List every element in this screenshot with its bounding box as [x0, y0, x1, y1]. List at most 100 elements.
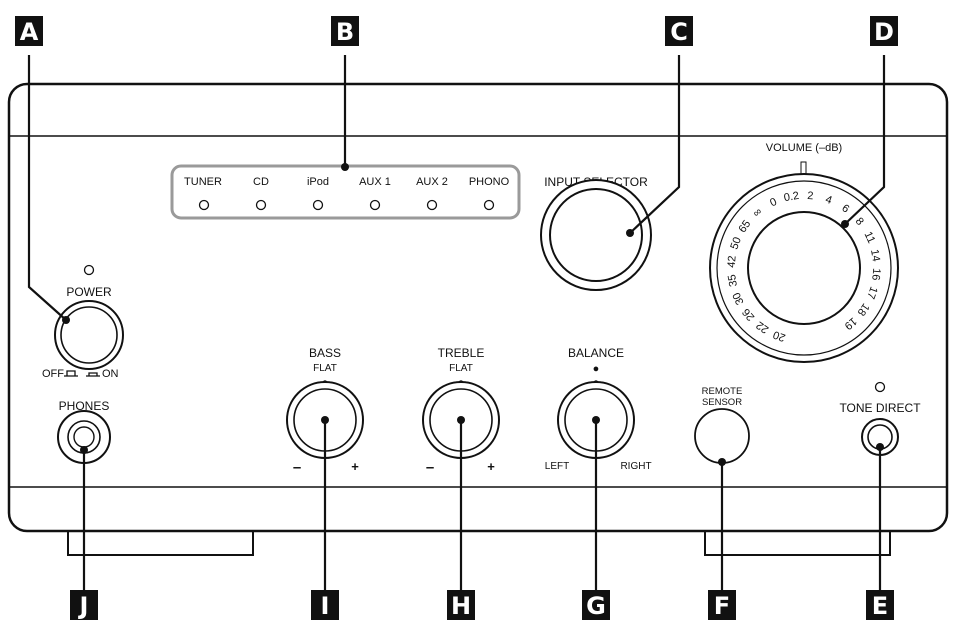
- tone-direct-label: TONE DIRECT: [839, 401, 921, 415]
- callout-d-box: [870, 16, 898, 46]
- led-label-phono: PHONO: [469, 176, 510, 188]
- led-label-aux2: AUX 2: [416, 176, 448, 188]
- callout-e-box: [866, 590, 894, 620]
- volume-scale-number: 65: [736, 218, 753, 235]
- volume-knob[interactable]: [747, 211, 861, 325]
- volume-scale-number: 50: [728, 236, 743, 252]
- balance-left-label: LEFT: [545, 461, 569, 472]
- leader-c-dot: [626, 229, 634, 237]
- callout-i: I: [311, 590, 339, 620]
- volume-scale-number: 18: [855, 301, 872, 318]
- power-on-label: ON: [102, 368, 119, 380]
- power-off-switch-icon: [64, 370, 78, 377]
- treble-flat-label: FLAT: [449, 363, 473, 374]
- volume-scale-number: 2: [807, 190, 814, 202]
- volume-label: VOLUME (–dB): [766, 142, 842, 154]
- power-button[interactable]: [60, 306, 118, 364]
- leader-i-dot: [321, 416, 329, 424]
- callout-f-letter: F: [714, 592, 730, 620]
- leader-lines: [27, 55, 886, 590]
- tone-direct-led: [874, 381, 886, 393]
- led-label-aux1: AUX 1: [359, 176, 391, 188]
- right-foot: [704, 531, 891, 556]
- volume-scale-number: 17: [864, 285, 879, 301]
- volume-scale-number: 0.2: [783, 190, 800, 204]
- volume-scale-number: 0: [768, 196, 779, 209]
- leader-a: [27, 55, 67, 321]
- callout-e-letter: E: [872, 592, 888, 620]
- leader-b-dot: [341, 163, 349, 171]
- bass-label: BASS: [309, 346, 341, 360]
- callout-j-letter: J: [78, 592, 89, 620]
- volume-scale-number: 11: [862, 230, 878, 245]
- callout-g-letter: G: [586, 592, 606, 620]
- callout-f: F: [708, 590, 736, 620]
- phones-label: PHONES: [59, 399, 110, 413]
- callout-g: G: [582, 590, 610, 620]
- callout-c-letter: C: [670, 18, 688, 46]
- balance-label: BALANCE: [568, 346, 624, 360]
- remote-sensor-label-line2: SENSOR: [702, 397, 742, 408]
- leader-d: [844, 55, 886, 225]
- bass-minus: –: [293, 459, 301, 476]
- leader-g-dot: [592, 416, 600, 424]
- volume-scale-number: 6: [839, 202, 851, 215]
- balance-right-label: RIGHT: [620, 461, 651, 472]
- bass-flat-label: FLAT: [313, 363, 337, 374]
- phones-jack[interactable]: [73, 426, 95, 448]
- led-phono: [483, 199, 495, 211]
- led-label-ipod: iPod: [307, 176, 329, 188]
- callout-a: A: [15, 16, 43, 46]
- remote-sensor-label-line1: REMOTE: [702, 386, 743, 397]
- remote-sensor-window: [694, 408, 750, 464]
- leader-e-dot: [876, 443, 884, 451]
- volume-scale-number: 30: [731, 290, 747, 306]
- leader-f-dot: [718, 458, 726, 466]
- volume-scale-number: 4: [824, 194, 834, 207]
- volume-scale-number: 14: [868, 248, 882, 262]
- treble-plus: +: [487, 459, 495, 474]
- callout-b: B: [331, 16, 359, 46]
- led-label-cd: CD: [253, 176, 269, 188]
- callout-h: H: [447, 590, 475, 620]
- callout-i-letter: I: [321, 592, 330, 620]
- callout-a-box: [15, 16, 43, 46]
- callout-c-box: [665, 16, 693, 46]
- volume-scale-number: 35: [726, 273, 740, 287]
- callout-h-letter: H: [451, 592, 471, 620]
- treble-label: TREBLE: [438, 346, 485, 360]
- input-led-group: TUNER CD iPod AUX 1 AUX 2 PHONO: [184, 176, 510, 211]
- led-tuner: [198, 199, 210, 211]
- callout-f-box: [708, 590, 736, 620]
- left-foot: [67, 531, 254, 556]
- callout-g-box: [582, 590, 610, 620]
- led-aux1: [369, 199, 381, 211]
- callout-b-letter: B: [336, 18, 354, 46]
- leader-h-dot: [457, 416, 465, 424]
- callout-d: D: [870, 16, 898, 46]
- callout-d-letter: D: [874, 18, 894, 46]
- balance-center-mark: ●: [593, 363, 600, 375]
- volume-index-mark: [800, 161, 807, 175]
- power-on-switch-icon: [86, 372, 100, 377]
- callout-i-box: [311, 590, 339, 620]
- volume-scale-number: 20: [772, 328, 788, 343]
- callout-j: J: [70, 590, 98, 620]
- leader-d-dot: [841, 220, 849, 228]
- bass-plus: +: [351, 459, 359, 474]
- leader-c: [629, 55, 681, 234]
- led-cd: [255, 199, 267, 211]
- callout-a-letter: A: [20, 18, 39, 46]
- led-ipod: [312, 199, 324, 211]
- callout-c: C: [665, 16, 693, 46]
- power-label: POWER: [66, 285, 112, 299]
- input-selector-knob[interactable]: [549, 188, 643, 282]
- input-led-panel: [170, 164, 521, 220]
- power-led: [83, 264, 95, 276]
- leader-a-dot: [62, 316, 70, 324]
- led-label-tuner: TUNER: [184, 176, 222, 188]
- leader-j-dot: [80, 446, 88, 454]
- callout-b-box: [331, 16, 359, 46]
- led-aux2: [426, 199, 438, 211]
